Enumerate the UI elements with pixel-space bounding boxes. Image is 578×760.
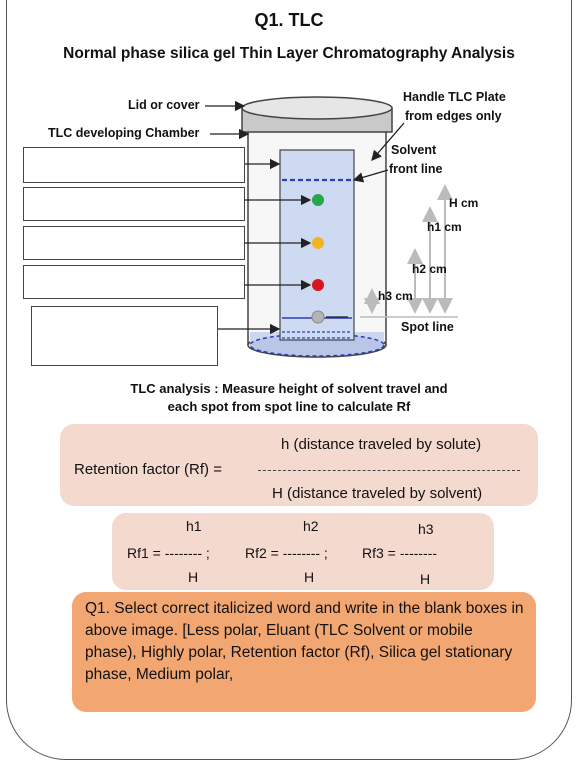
h-total-label: H cm <box>449 196 479 210</box>
page-subtitle: Normal phase silica gel Thin Layer Chrom… <box>63 45 515 62</box>
rf2-numerator: h2 <box>303 518 319 534</box>
rf3-expression: Rf3 = -------- <box>362 545 438 561</box>
rf1-numerator: h1 <box>186 518 202 534</box>
formula-label: Retention factor (Rf) = <box>74 461 222 478</box>
spot-green <box>312 194 324 206</box>
chamber-label: TLC developing Chamber <box>48 126 200 140</box>
tlc-diagram <box>205 96 458 358</box>
handle-label-line2: from edges only <box>405 109 502 123</box>
rf-panel <box>112 513 494 590</box>
formula-numerator: h (distance traveled by solute) <box>281 436 482 453</box>
rf3-denominator: H <box>420 571 431 587</box>
question-text: Q1. Select correct italicized word and w… <box>85 600 524 683</box>
answer-box-5[interactable] <box>31 306 218 366</box>
handle-label-line1: Handle TLC Plate <box>403 90 506 104</box>
solvent-label-line2: front line <box>389 162 443 176</box>
formula-denominator: H (distance traveled by solvent) <box>272 485 483 502</box>
answer-box-2[interactable] <box>23 187 245 221</box>
solvent-label-line1: Solvent <box>391 143 437 157</box>
lid-label: Lid or cover <box>128 98 200 112</box>
h2-label: h2 cm <box>412 262 447 276</box>
spot-yellow <box>312 237 324 249</box>
formula-panel <box>60 424 538 506</box>
analysis-line1: TLC analysis : Measure height of solvent… <box>130 381 448 396</box>
spot-line-label: Spot line <box>401 320 454 334</box>
rf3-numerator: h3 <box>418 521 434 537</box>
page-title: Q1. TLC <box>254 10 324 30</box>
rf2-denominator: H <box>304 569 315 585</box>
answer-box-1[interactable] <box>23 147 245 183</box>
spot-red <box>312 279 324 291</box>
h3-label: h3 cm <box>378 289 413 303</box>
question-panel <box>72 592 536 712</box>
formula-bar <box>258 470 520 471</box>
rf2-expression: Rf2 = -------- ; <box>245 545 328 561</box>
rf1-expression: Rf1 = -------- ; <box>127 545 210 561</box>
h1-label: h1 cm <box>427 220 462 234</box>
answer-box-3[interactable] <box>23 226 245 260</box>
answer-box-4[interactable] <box>23 265 245 299</box>
lid-top <box>241 96 393 120</box>
analysis-line2: each spot from spot line to calculate Rf <box>167 399 411 414</box>
rf1-denominator: H <box>188 569 199 585</box>
spot-origin <box>311 310 325 324</box>
